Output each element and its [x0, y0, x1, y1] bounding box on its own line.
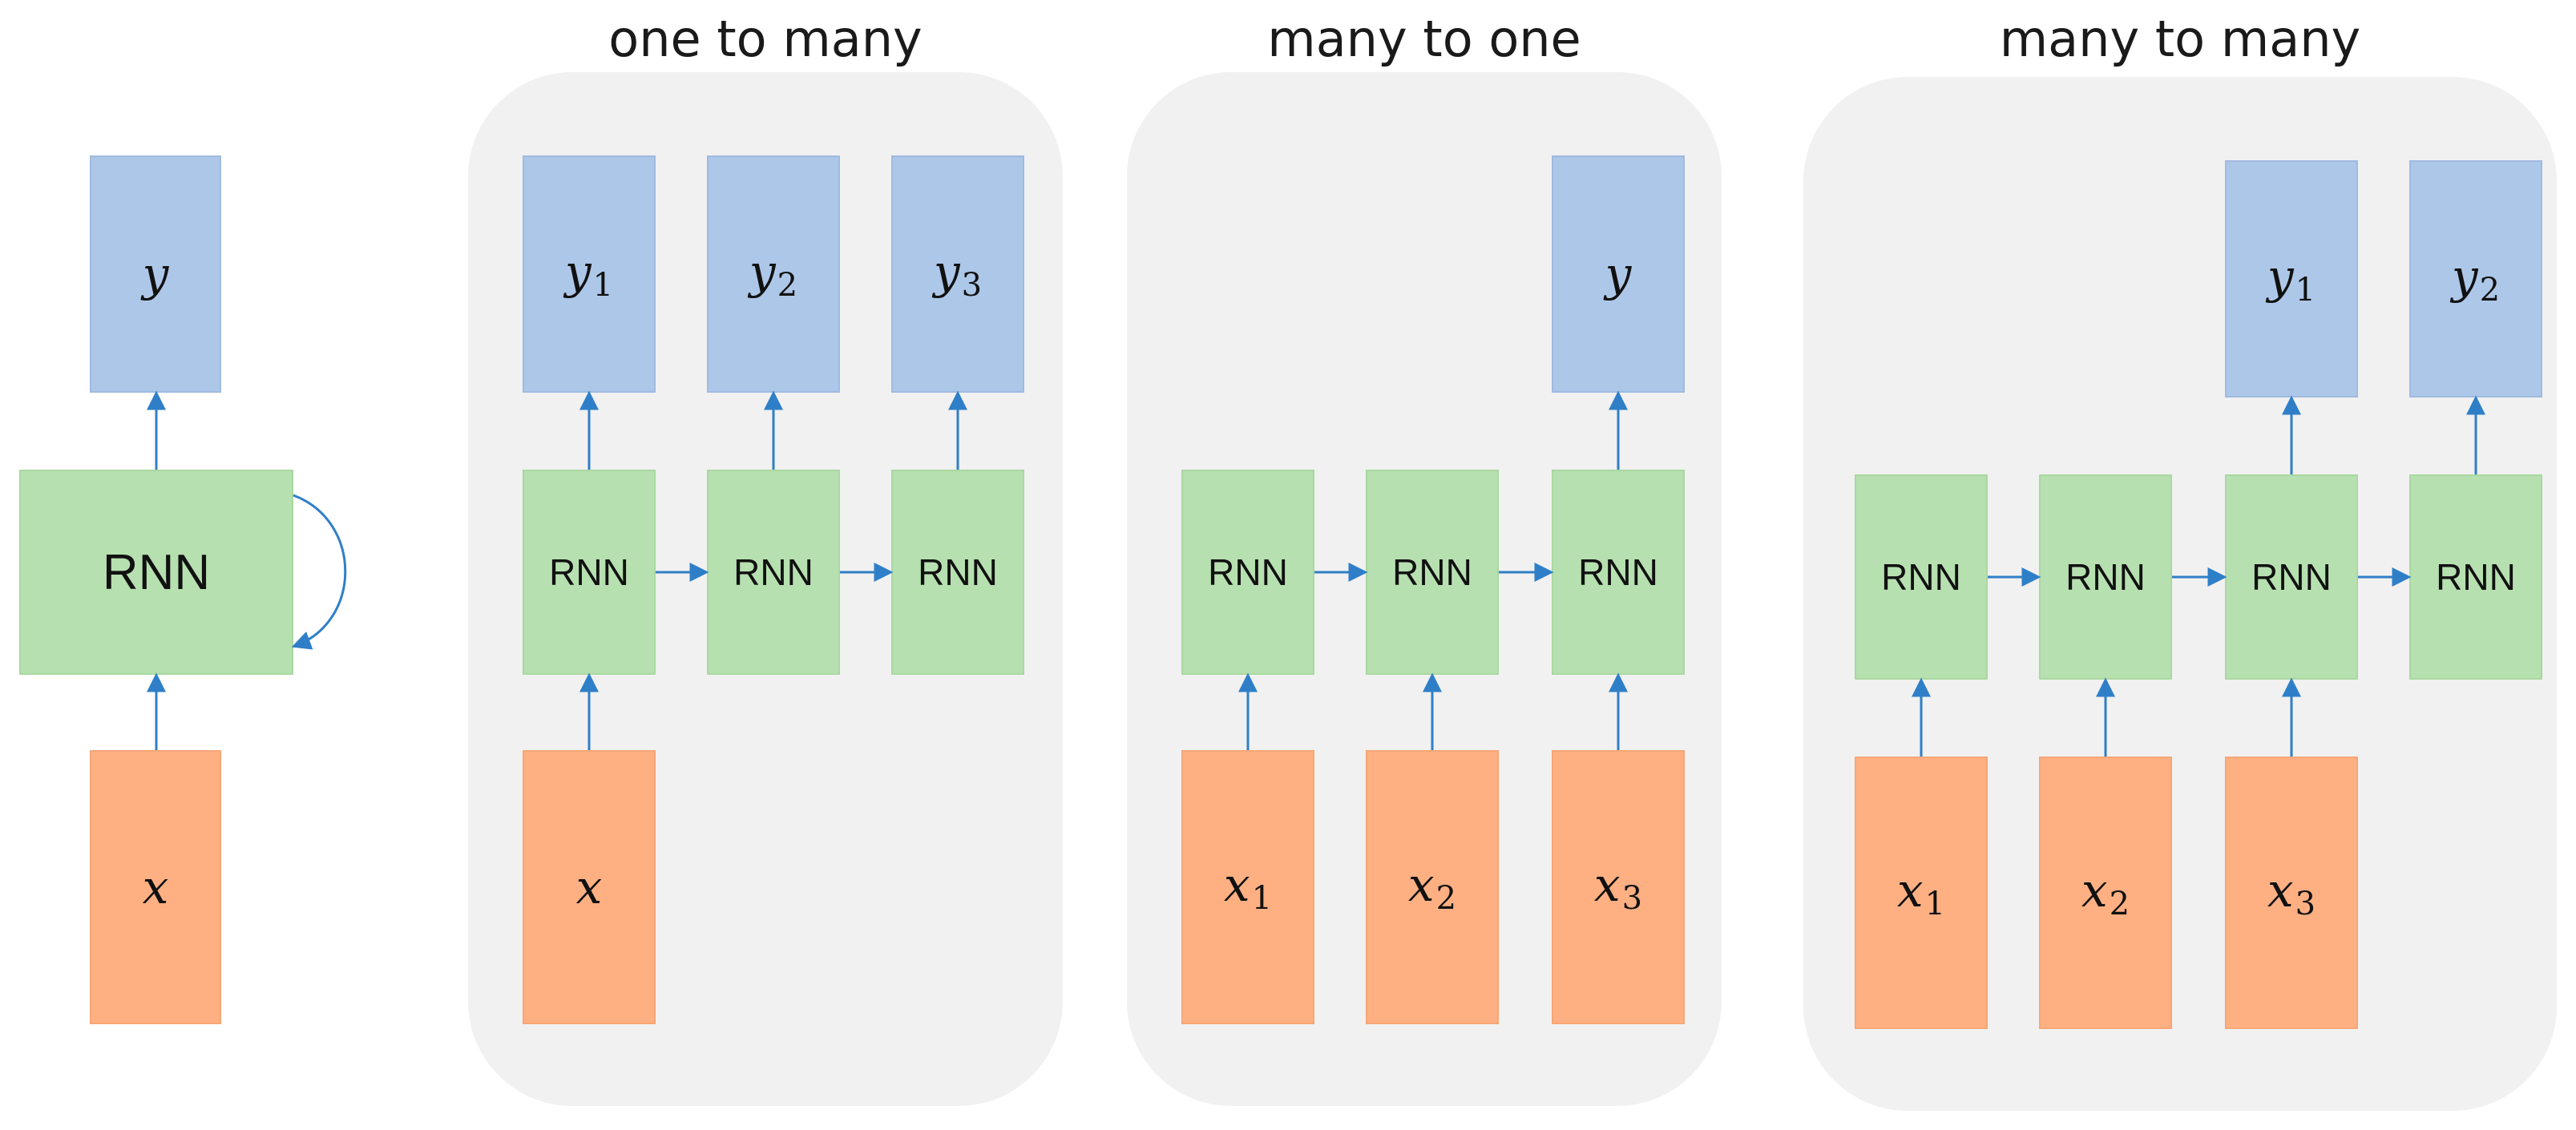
input-node-x1: x1 [1855, 757, 1988, 1029]
recurrent-loop-arrow [291, 494, 347, 650]
output-node-y2: y2 [707, 155, 840, 393]
input-node-x: x [523, 750, 656, 1024]
rnn-cell-label: RNN [1881, 556, 1961, 598]
rnn-cell: RNN [19, 470, 293, 675]
output-label: y [1605, 247, 1632, 301]
rnn-cell: RNN [1855, 474, 1988, 680]
rnn-cell: RNN [1552, 470, 1685, 675]
input-node-x2: x2 [2039, 757, 2172, 1029]
rnn-cell-label: RNN [1578, 551, 1658, 593]
panel-title-many-to-many: many to many [1999, 10, 2361, 68]
rnn-cell-label: RNN [1392, 551, 1472, 593]
input-node-x3: x3 [1552, 750, 1685, 1024]
rnn-cell-label: RNN [549, 551, 629, 593]
output-node-y1: y1 [523, 155, 656, 393]
output-label: y2 [749, 244, 798, 304]
rnn-cell-label: RNN [733, 551, 814, 593]
input-label: x [575, 860, 603, 914]
rnn-cell-label: RNN [102, 544, 211, 600]
output-node-y2: y2 [2409, 160, 2542, 398]
output-label: y [142, 247, 169, 301]
output-node-y: y [1552, 155, 1685, 393]
rnn-cell: RNN [1181, 470, 1314, 675]
output-label: y1 [564, 244, 614, 304]
input-label: x3 [2267, 863, 2316, 922]
input-label: x2 [2081, 863, 2130, 922]
input-node-x1: x1 [1181, 750, 1314, 1024]
rnn-cell-label: RNN [2251, 556, 2332, 598]
output-label: y2 [2451, 249, 2501, 309]
rnn-cell: RNN [2225, 474, 2358, 680]
rnn-cell-label: RNN [918, 551, 998, 593]
input-node-x: x [90, 750, 221, 1024]
input-label: x2 [1407, 858, 1457, 917]
panel-title-one-to-many: one to many [608, 10, 923, 68]
panel-title-many-to-one: many to one [1267, 10, 1581, 68]
rnn-cell-label: RNN [1208, 551, 1288, 593]
input-label: x1 [1223, 858, 1273, 917]
rnn-cell-label: RNN [2436, 556, 2516, 598]
rnn-cell: RNN [2409, 474, 2542, 680]
input-label: x3 [1593, 858, 1643, 917]
rnn-cell: RNN [523, 470, 656, 675]
rnn-cell: RNN [891, 470, 1024, 675]
input-node-x3: x3 [2225, 757, 2358, 1029]
input-node-x2: x2 [1366, 750, 1499, 1024]
output-label: y1 [2267, 249, 2316, 309]
rnn-cell: RNN [707, 470, 840, 675]
rnn-cell: RNN [2039, 474, 2172, 680]
output-node-y1: y1 [2225, 160, 2358, 398]
input-label: x [142, 860, 169, 914]
rnn-cell-label: RNN [2065, 556, 2146, 598]
output-label: y3 [933, 244, 983, 304]
output-node-y3: y3 [891, 155, 1024, 393]
input-label: x1 [1896, 863, 1946, 922]
